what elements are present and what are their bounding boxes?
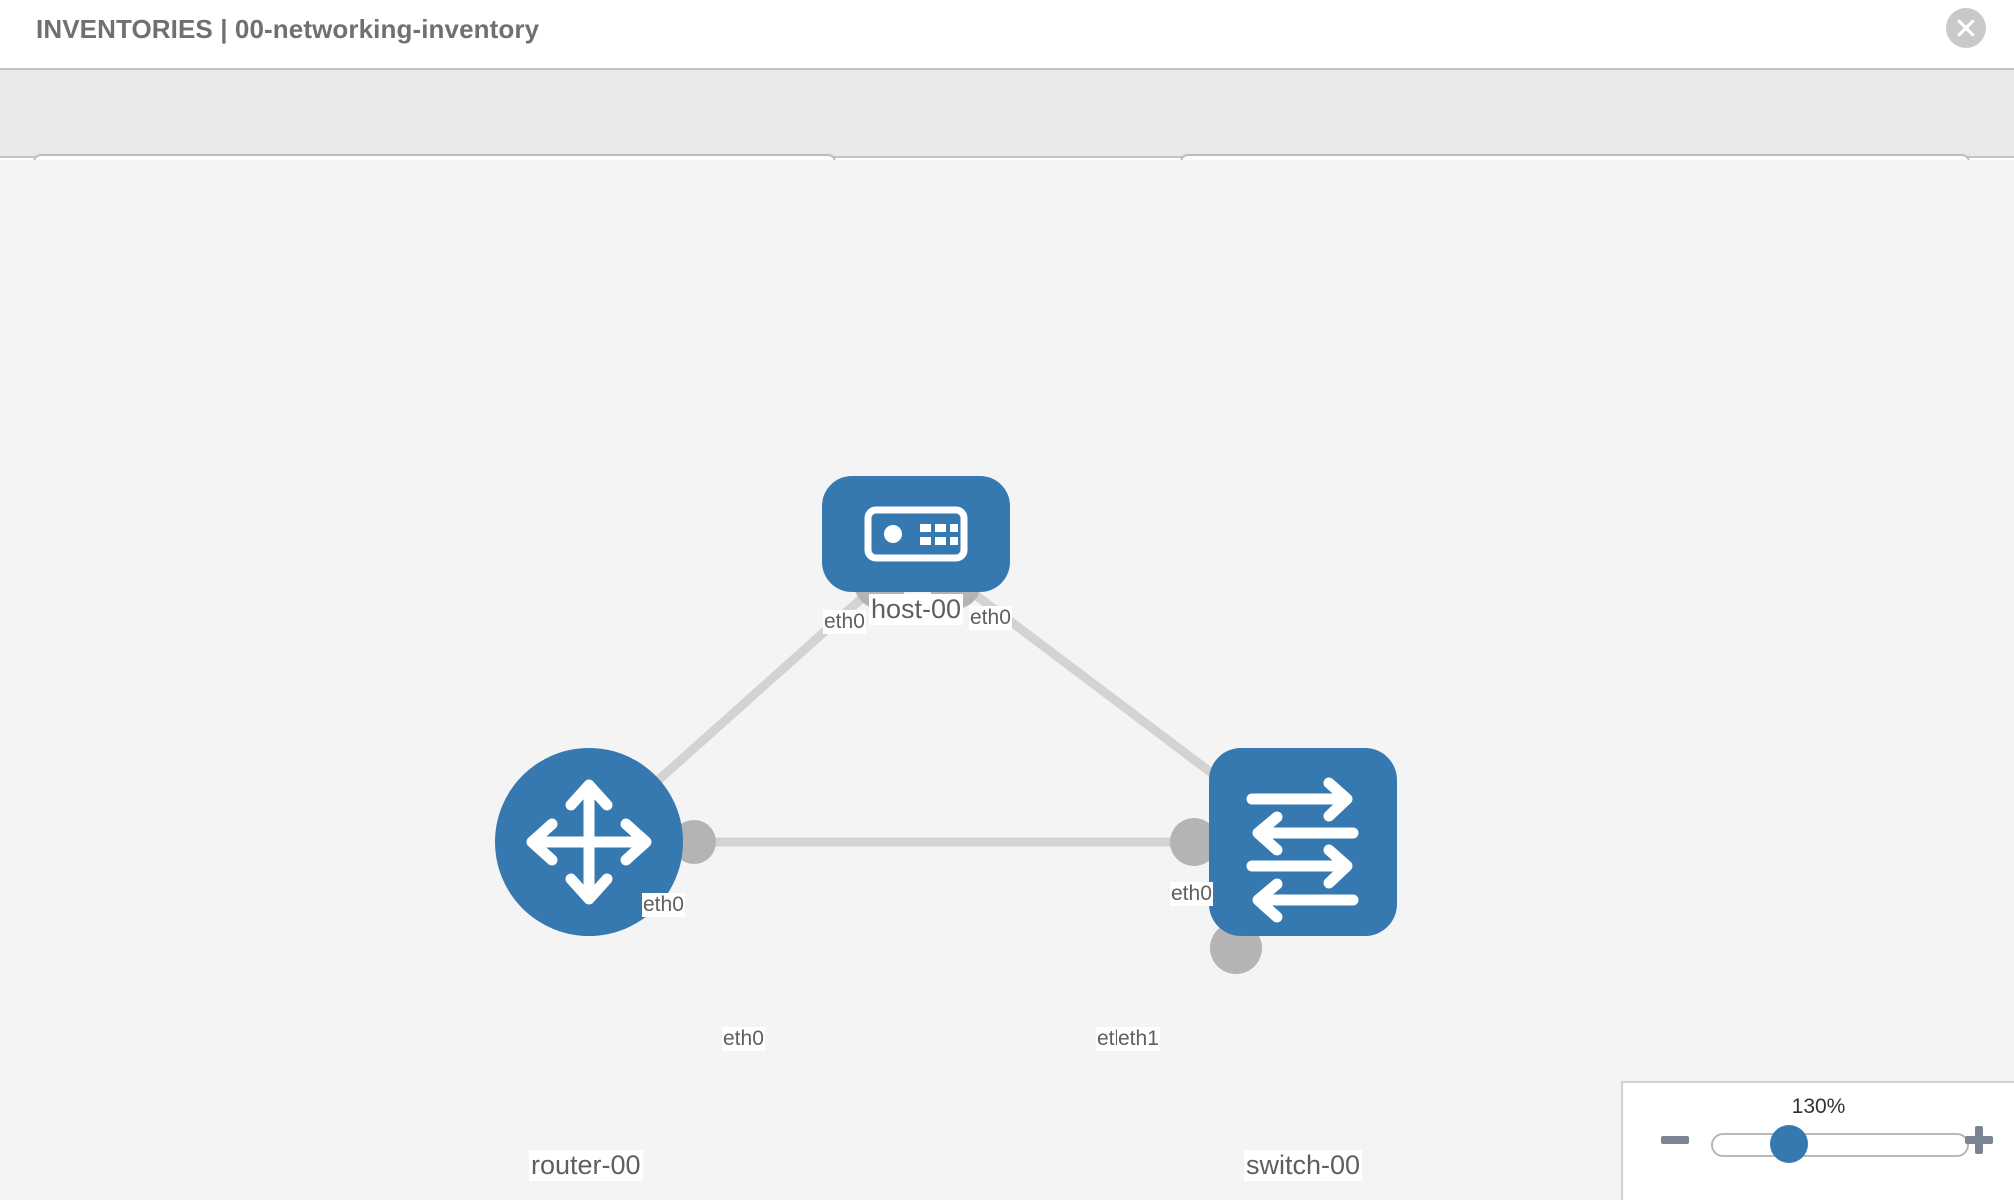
zoom-slider-thumb[interactable] — [1770, 1125, 1808, 1163]
topology-canvas[interactable]: eth0 host-00 eth0 eth0 eth0 eth0 eth0 et… — [0, 160, 2014, 1200]
page-title: INVENTORIES | 00-networking-inventory — [36, 14, 540, 44]
iface-label: eth1 — [1117, 1027, 1160, 1051]
switch-icon — [1246, 777, 1359, 923]
zoom-slider[interactable] — [1711, 1133, 1969, 1157]
server-icon — [864, 506, 968, 562]
router-icon — [526, 779, 652, 905]
node-host-00[interactable] — [822, 476, 1010, 592]
zoom-in-button[interactable] — [1962, 1123, 1996, 1157]
close-icon[interactable] — [1946, 8, 1986, 48]
iface-label: eth0 — [722, 1027, 765, 1051]
node-router-00[interactable] — [495, 748, 683, 936]
zoom-out-button[interactable] — [1658, 1123, 1692, 1157]
connector-switch-eth1 — [1170, 818, 1218, 866]
interface-connectors — [672, 557, 1262, 974]
connector-router-eth0 — [672, 820, 716, 864]
zoom-percentage: 130% — [1791, 1095, 1846, 1118]
node-label-router-00: router-00 — [529, 1150, 643, 1181]
iface-label: eth0 — [823, 610, 866, 634]
iface-label: eth0 — [642, 893, 685, 917]
page-header: INVENTORIES | 00-networking-inventory — [0, 0, 2014, 68]
node-label-host-00: host-00 — [869, 594, 964, 625]
node-switch-00[interactable] — [1209, 748, 1397, 936]
iface-label: eth0 — [969, 606, 1012, 630]
zoom-control-panel: 130% — [1621, 1081, 2014, 1200]
toolbar: ACTIONS SEARCH — [0, 68, 2014, 208]
iface-label: eth0 — [1170, 882, 1213, 906]
node-label-switch-00: switch-00 — [1244, 1150, 1363, 1181]
topology-graph — [495, 476, 1397, 974]
